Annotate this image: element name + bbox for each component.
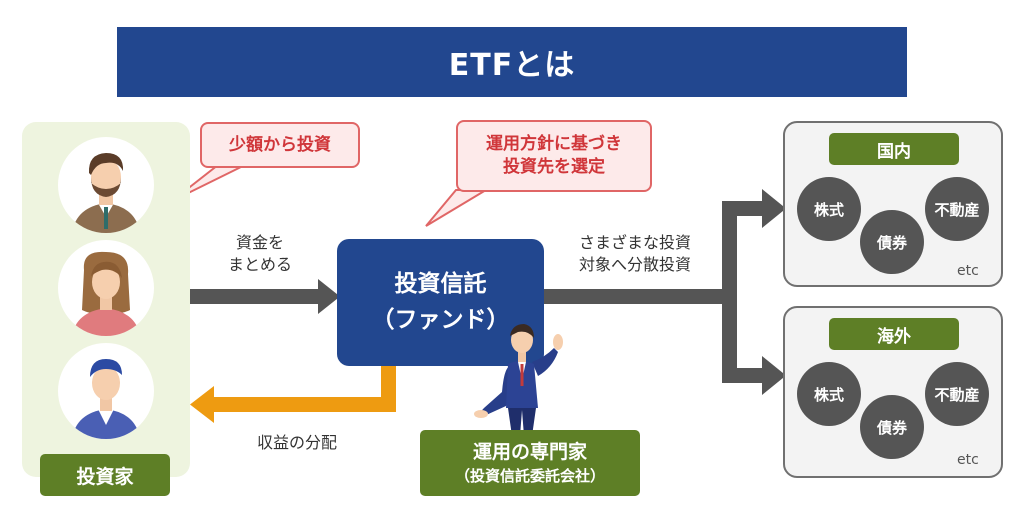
asset-bonds: 債券 — [860, 395, 924, 459]
asset-real-estate: 不動産 — [925, 177, 989, 241]
callout-fund-policy: 運用方針に基づき 投資先を選定 — [456, 120, 652, 192]
domestic-market-label: 国内 — [829, 133, 959, 165]
etc-label: etc — [957, 263, 979, 279]
fund-box: 投資信託 （ファンド） — [337, 239, 544, 366]
page-title: ETFとは — [117, 27, 907, 97]
overseas-market-label: 海外 — [829, 318, 959, 350]
asset-bonds: 債券 — [860, 210, 924, 274]
fund-manager-illustration — [474, 324, 563, 436]
investor-avatar-man — [58, 137, 154, 233]
man-icon — [72, 153, 140, 233]
distribution-label: 収益の分配 — [256, 433, 337, 452]
young-man-icon — [72, 359, 140, 439]
asset-stocks: 株式 — [797, 177, 861, 241]
diversified-investment-label: さまざまな投資 対象へ分散投資 — [578, 233, 691, 275]
etc-label: etc — [957, 452, 979, 468]
woman-icon — [72, 251, 140, 336]
fund-manager-label: 運用の専門家 （投資信託委託会社） — [420, 430, 640, 496]
invest-arrow — [544, 189, 786, 395]
callout-small-investment: 少額から投資 — [200, 122, 360, 168]
asset-stocks: 株式 — [797, 362, 861, 426]
asset-real-estate: 不動産 — [925, 362, 989, 426]
collect-arrow — [190, 279, 340, 314]
collect-funds-label: 資金を まとめる — [227, 233, 292, 275]
investor-avatar-young-man — [58, 343, 154, 439]
investor-label: 投資家 — [40, 454, 170, 496]
callout-tail — [425, 189, 490, 227]
investor-avatar-woman — [58, 240, 154, 336]
distribute-arrow — [190, 366, 396, 423]
